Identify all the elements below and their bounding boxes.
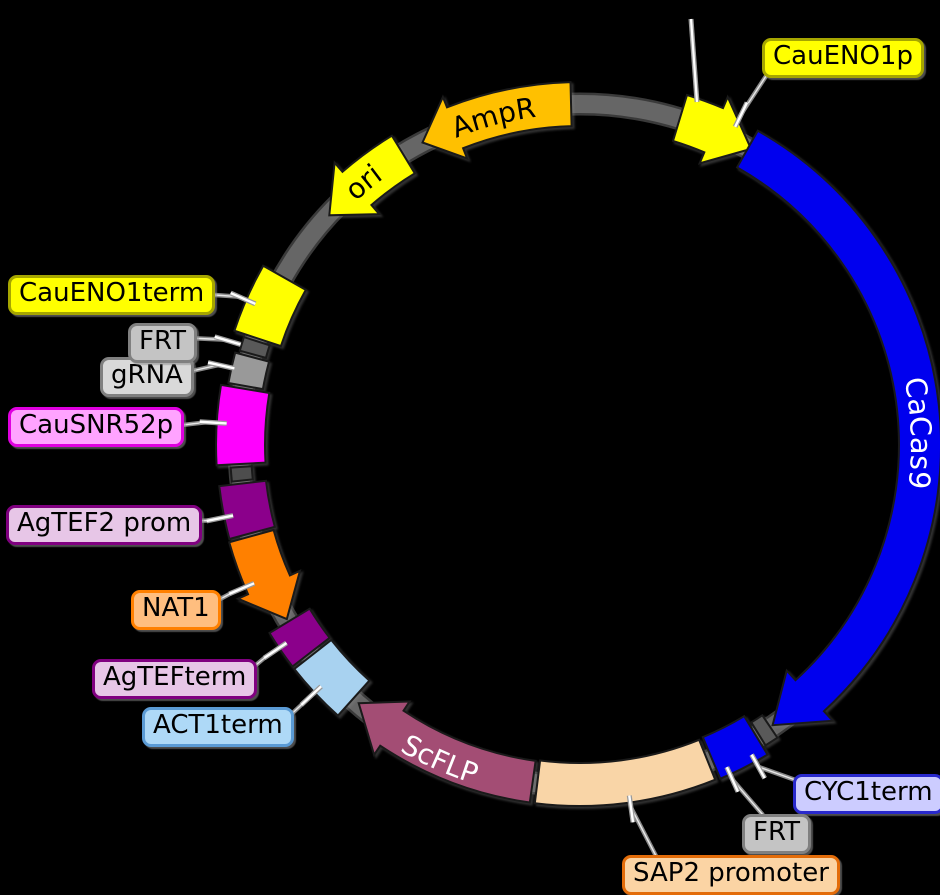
label-agtef-terminator[interactable]: AgTEFterm (92, 659, 258, 699)
feature-frt1[interactable] (238, 335, 271, 360)
feature-ampR[interactable] (421, 81, 573, 161)
feature-scFLP[interactable] (357, 700, 537, 804)
label-cauENO1p-promoter[interactable]: CauENO1p (762, 38, 924, 78)
feature-agtefterm[interactable] (268, 607, 332, 668)
label-sap2-promoter[interactable]: SAP2 promoter (622, 855, 840, 895)
feature-sap2[interactable] (533, 738, 717, 808)
feature-agtef2prom[interactable] (218, 479, 277, 541)
tick-sap2 (628, 795, 635, 823)
label-nat1[interactable]: NAT1 (131, 590, 221, 630)
label-cauENO1-terminator[interactable]: CauENO1term (8, 275, 216, 315)
feature-group (215, 81, 940, 808)
label-grna[interactable]: gRNA (100, 357, 194, 397)
label-frt-site-top[interactable]: FRT (128, 323, 198, 363)
tick-agtef2prom (206, 514, 234, 523)
feature-frt2[interactable] (749, 713, 779, 747)
feature-ori[interactable] (328, 134, 417, 217)
label-frt-site-bottom[interactable]: FRT (742, 814, 812, 854)
feature-act1term[interactable] (292, 638, 371, 718)
origin-tick (689, 18, 699, 103)
tick-cauENO1p (734, 102, 749, 128)
feature-causnr52p[interactable] (215, 383, 271, 467)
tick-nat1 (228, 582, 255, 595)
feature-caCas9[interactable] (735, 129, 940, 727)
label-causnr52-promoter[interactable]: CauSNR52p (8, 407, 185, 447)
leader-core-sap2 (630, 807, 657, 857)
tick-cyc1term (750, 754, 766, 779)
feature-spacer[interactable] (229, 465, 254, 483)
tick-frt2 (725, 766, 740, 793)
tick-causnr52p (199, 420, 227, 425)
tick-group (199, 18, 767, 823)
tick-agtefterm (263, 641, 288, 660)
feature-cauENO1term[interactable] (233, 264, 308, 348)
tick-frt1 (214, 335, 241, 346)
feature-nat1[interactable] (227, 528, 302, 621)
feature-cyc1term[interactable] (701, 714, 769, 781)
label-act1-terminator[interactable]: ACT1term (142, 707, 294, 747)
tick-cauENO1term (230, 291, 256, 305)
tick-act1term (300, 685, 322, 706)
label-cyc1-terminator[interactable]: CYC1term (793, 774, 940, 814)
feature-grna[interactable] (227, 351, 271, 391)
label-agtef2-promoter[interactable]: AgTEF2 prom (6, 505, 203, 545)
tick-grna (207, 361, 235, 370)
feature-cauENO1p[interactable] (671, 93, 753, 165)
